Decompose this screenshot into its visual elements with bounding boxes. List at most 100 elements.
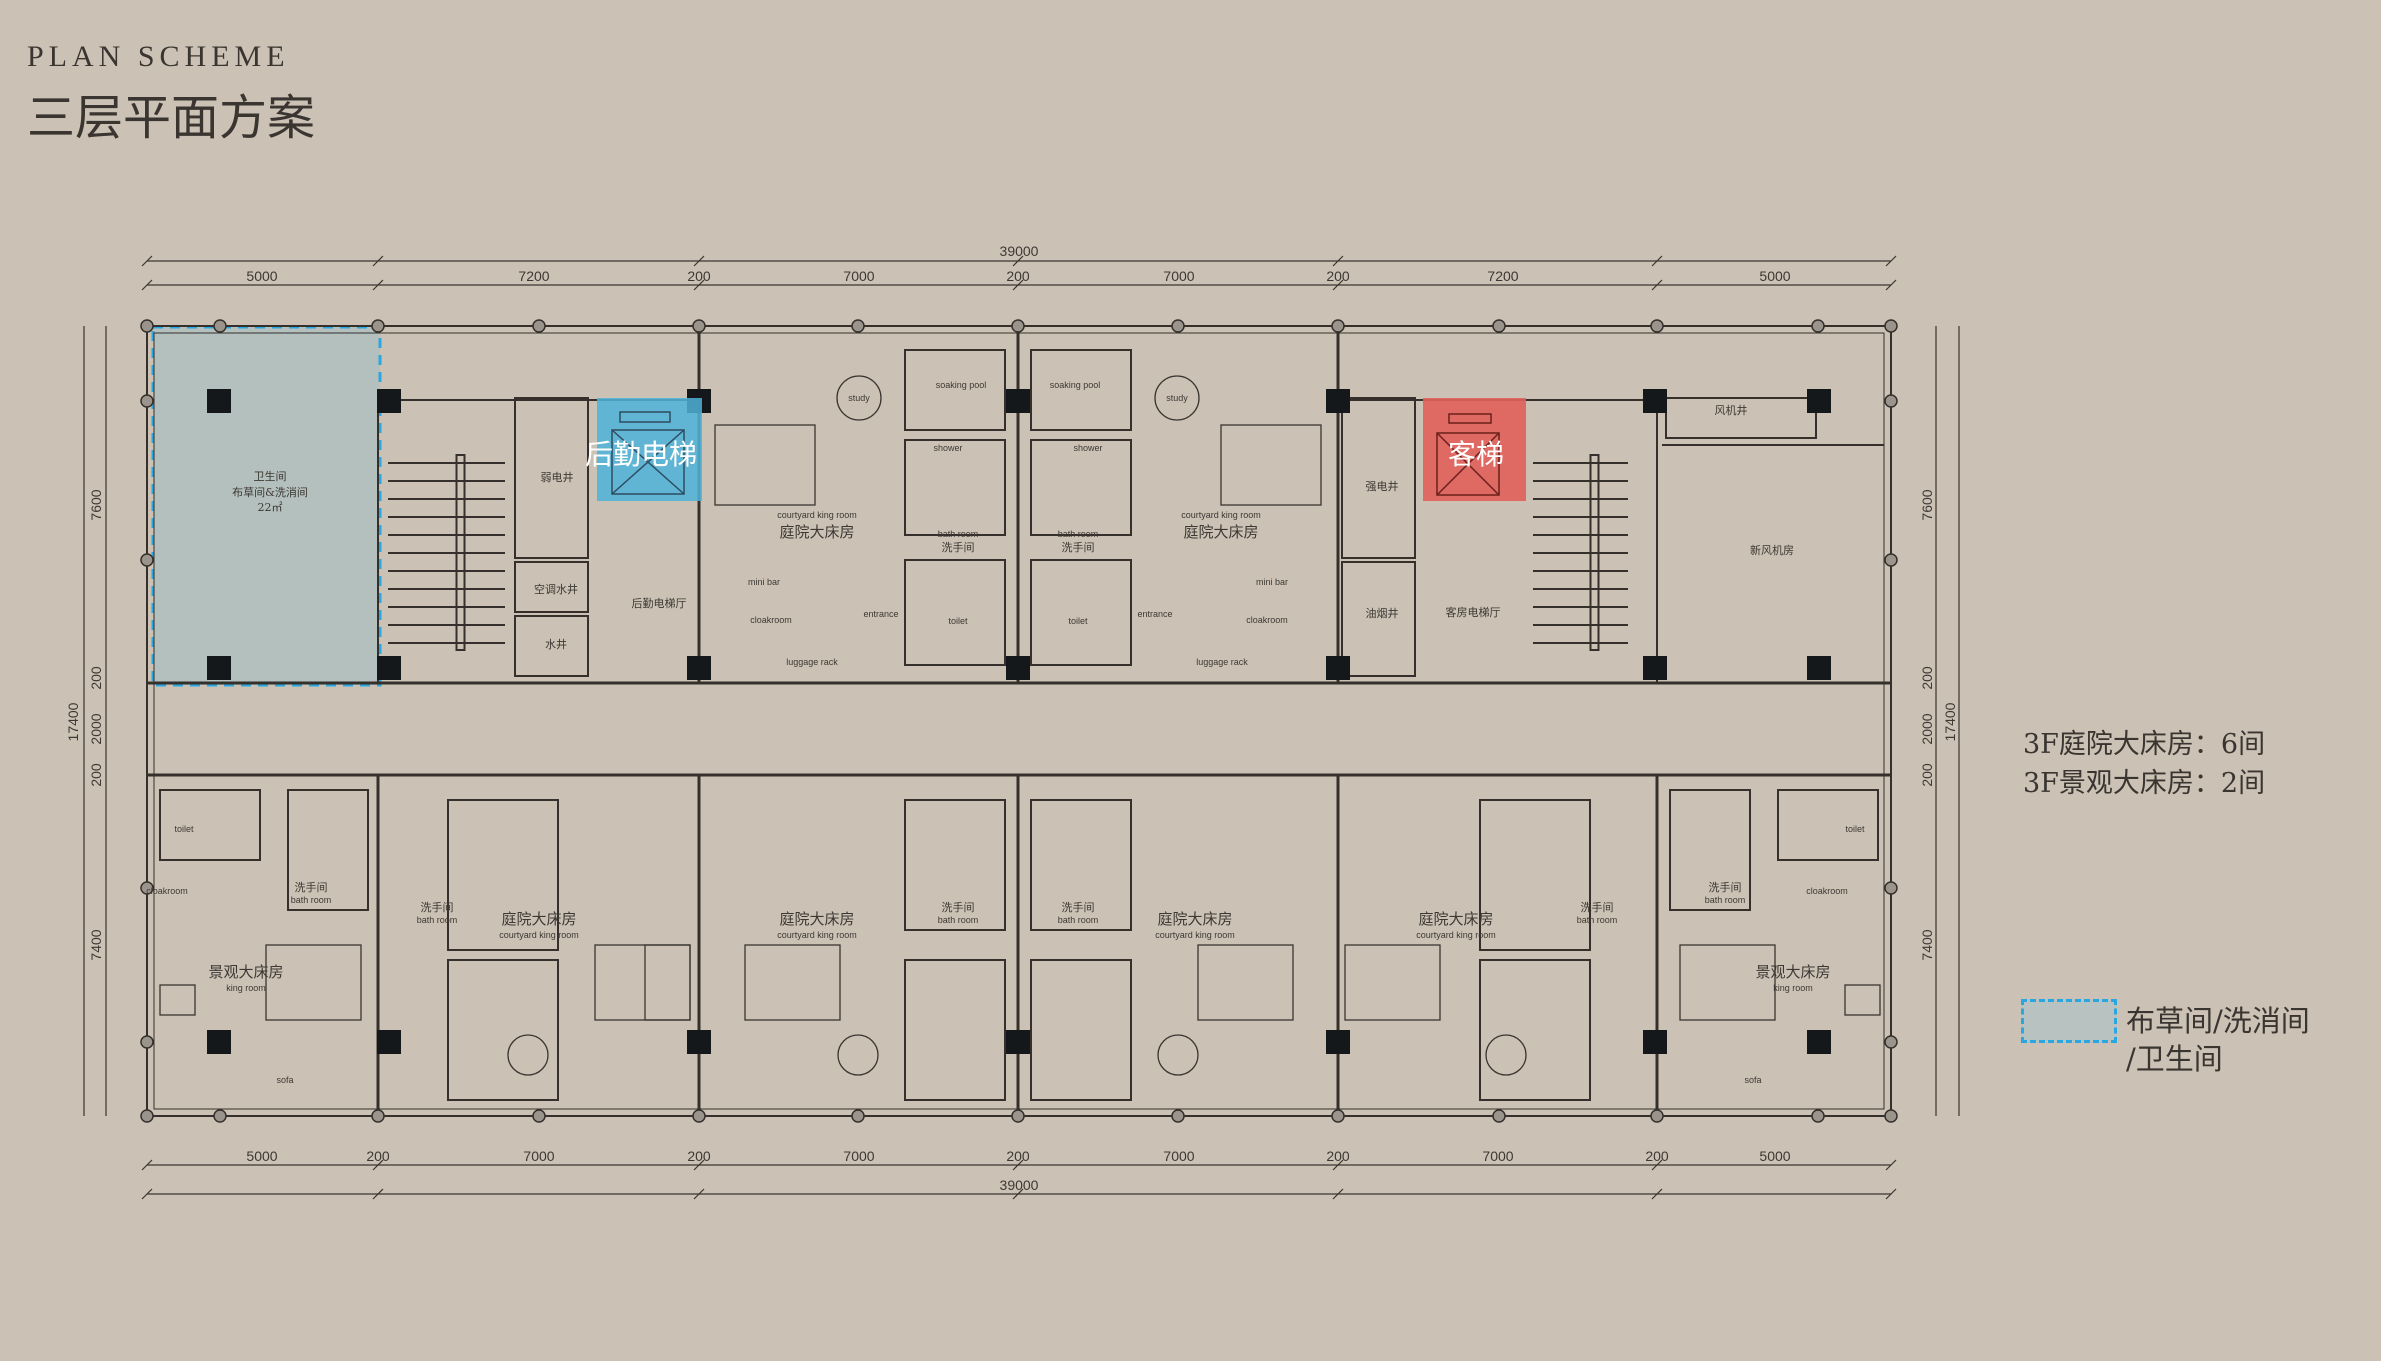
structural-column [1006, 389, 1030, 413]
dim-left: 17400 7600 200 2000 200 7400 [65, 489, 104, 960]
mini-bar-label: mini bar [748, 577, 780, 587]
linen-label: 卫生间 [254, 469, 287, 483]
room-en: courtyard king room [1155, 930, 1235, 940]
column-marker [140, 394, 154, 408]
column-marker [1011, 1109, 1025, 1123]
dim-label: 5000 [246, 1148, 277, 1164]
column-marker [1884, 1035, 1898, 1049]
dim-tick [1012, 1188, 1024, 1200]
column-marker [213, 319, 227, 333]
structural-column [1643, 1030, 1667, 1054]
dim-label: 17400 [65, 702, 81, 741]
mini-bar-label: mini bar [1256, 577, 1288, 587]
column-marker [532, 1109, 546, 1123]
entrance-label: entrance [863, 609, 898, 619]
study-label: study [1166, 393, 1188, 403]
column-marker [851, 1109, 865, 1123]
dim-tick [1332, 255, 1344, 267]
room-cn: 景观大床房 [1755, 963, 1830, 981]
bath-cn: 洗手间 [1709, 880, 1742, 894]
room-en: courtyard king room [777, 930, 857, 940]
dim-label: 7200 [518, 268, 549, 284]
stairs [388, 454, 1628, 651]
dim-tick [372, 279, 384, 291]
room-en: courtyard king room [1416, 930, 1496, 940]
bath-cn: 洗手间 [942, 900, 975, 914]
bath-cn: 洗手间 [295, 880, 328, 894]
dim-label: 200 [366, 1148, 390, 1164]
cloakroom-label: cloakroom [1246, 615, 1288, 625]
dimension-lines [83, 260, 1960, 1195]
bath-en: bath room [938, 529, 979, 539]
bed [714, 424, 816, 506]
dim-label: 200 [1326, 268, 1350, 284]
guest-lobby-label: 客房电梯厅 [1446, 605, 1501, 619]
dim-tick [141, 1188, 153, 1200]
dim-tick [693, 279, 705, 291]
dim-label: 2000 [1919, 713, 1935, 744]
cloakroom-label: cloakroom [1806, 886, 1848, 896]
strong-shaft-label: 强电井 [1366, 479, 1399, 493]
bed [265, 944, 362, 1021]
core-labels: 卫生间 布草间&洗消间 22㎡ 弱电井 空调水井 水井 后勤电梯厅 强电井 油烟… [232, 403, 1794, 651]
room-en: courtyard king room [777, 510, 857, 520]
ac-shaft-label: 空调水井 [534, 582, 578, 596]
structural-column [687, 1030, 711, 1054]
page-title: 三层平面方案 [27, 90, 316, 146]
bath-en: bath room [1577, 915, 1618, 925]
dim-top: 5000 7200 200 7000 200 7000 200 7200 500… [246, 268, 1790, 284]
study-table [836, 375, 882, 421]
sofa-label: sofa [276, 1075, 293, 1085]
structural-column [1643, 656, 1667, 680]
dim-label: 5000 [1759, 1148, 1790, 1164]
dim-label: 200 [1006, 1148, 1030, 1164]
room-cn: 景观大床房 [208, 963, 283, 981]
entrance-label: entrance [1137, 609, 1172, 619]
dim-label: 7000 [843, 1148, 874, 1164]
column-marker [140, 319, 154, 333]
bath-cn: 洗手间 [1581, 900, 1614, 914]
dim-label: 7600 [88, 489, 104, 520]
dim-label: 200 [687, 1148, 711, 1164]
water-shaft-label: 水井 [545, 637, 567, 651]
room-cn: 庭院大床房 [501, 910, 576, 928]
column-marker [371, 1109, 385, 1123]
service-elevator: 后勤电梯 [585, 398, 702, 501]
dim-label: 2000 [88, 713, 104, 744]
column-marker [1492, 1109, 1506, 1123]
dim-tick [693, 255, 705, 267]
column-marker [1331, 319, 1345, 333]
stat-king: 3F景观大床房：2间 [2023, 768, 2266, 799]
column-marker [1884, 553, 1898, 567]
legend-line: /卫生间 [2126, 1042, 2223, 1076]
dim-label: 5000 [246, 268, 277, 284]
bed [1220, 424, 1322, 506]
linen-room-highlight [151, 325, 382, 687]
dim-tick [1885, 1188, 1897, 1200]
column-marker [140, 1109, 154, 1123]
dim-label: 200 [1645, 1148, 1669, 1164]
dim-tick [1651, 255, 1663, 267]
structural-column [207, 1030, 231, 1054]
room-labels: courtyard king room 庭院大床房 bath room 洗手间 … [208, 510, 1830, 993]
bath-cn: 洗手间 [1062, 900, 1095, 914]
luggage-rack-label: luggage rack [1196, 657, 1248, 667]
room-cn: 庭院大床房 [1157, 910, 1232, 928]
smoke-shaft-label: 油烟井 [1366, 606, 1399, 620]
dim-tick [1012, 1159, 1024, 1171]
dim-right: 17400 7600 200 2000 200 7400 [1919, 489, 1958, 960]
structural-column [1807, 656, 1831, 680]
dim-label: 7000 [523, 1148, 554, 1164]
dim-label: 17400 [1942, 702, 1958, 741]
dim-label: 200 [687, 268, 711, 284]
legend-swatch [2021, 999, 2117, 1043]
cloakroom-label: cloakroom [750, 615, 792, 625]
dim-tick [1012, 255, 1024, 267]
structural-column [1326, 389, 1350, 413]
dim-tick [141, 1159, 153, 1171]
dim-label: 200 [1006, 268, 1030, 284]
structural-column [1326, 656, 1350, 680]
dim-label: 7600 [1919, 489, 1935, 520]
column-marker [1811, 1109, 1825, 1123]
